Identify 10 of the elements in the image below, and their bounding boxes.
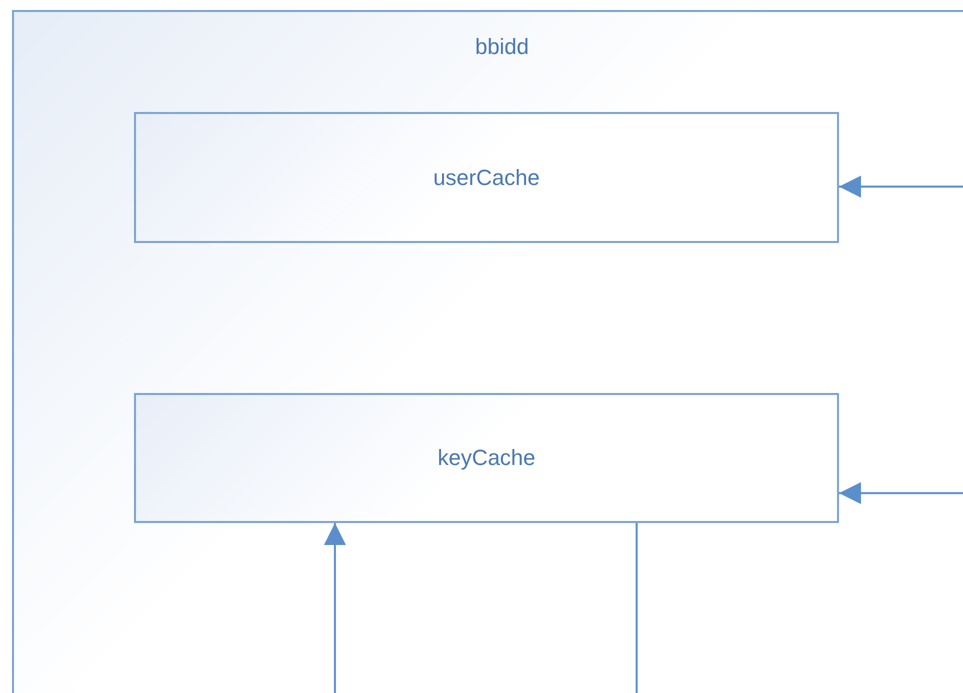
arrow (324, 523, 346, 693)
arrow (839, 482, 963, 504)
process-box (134, 393, 839, 523)
container-frame (12, 10, 963, 693)
container-title: bbidd (475, 34, 529, 60)
arrow (839, 176, 963, 198)
connector-line (636, 523, 638, 693)
box-label: keyCache (438, 445, 536, 471)
process-box (134, 112, 839, 243)
box-label: userCache (433, 164, 540, 190)
